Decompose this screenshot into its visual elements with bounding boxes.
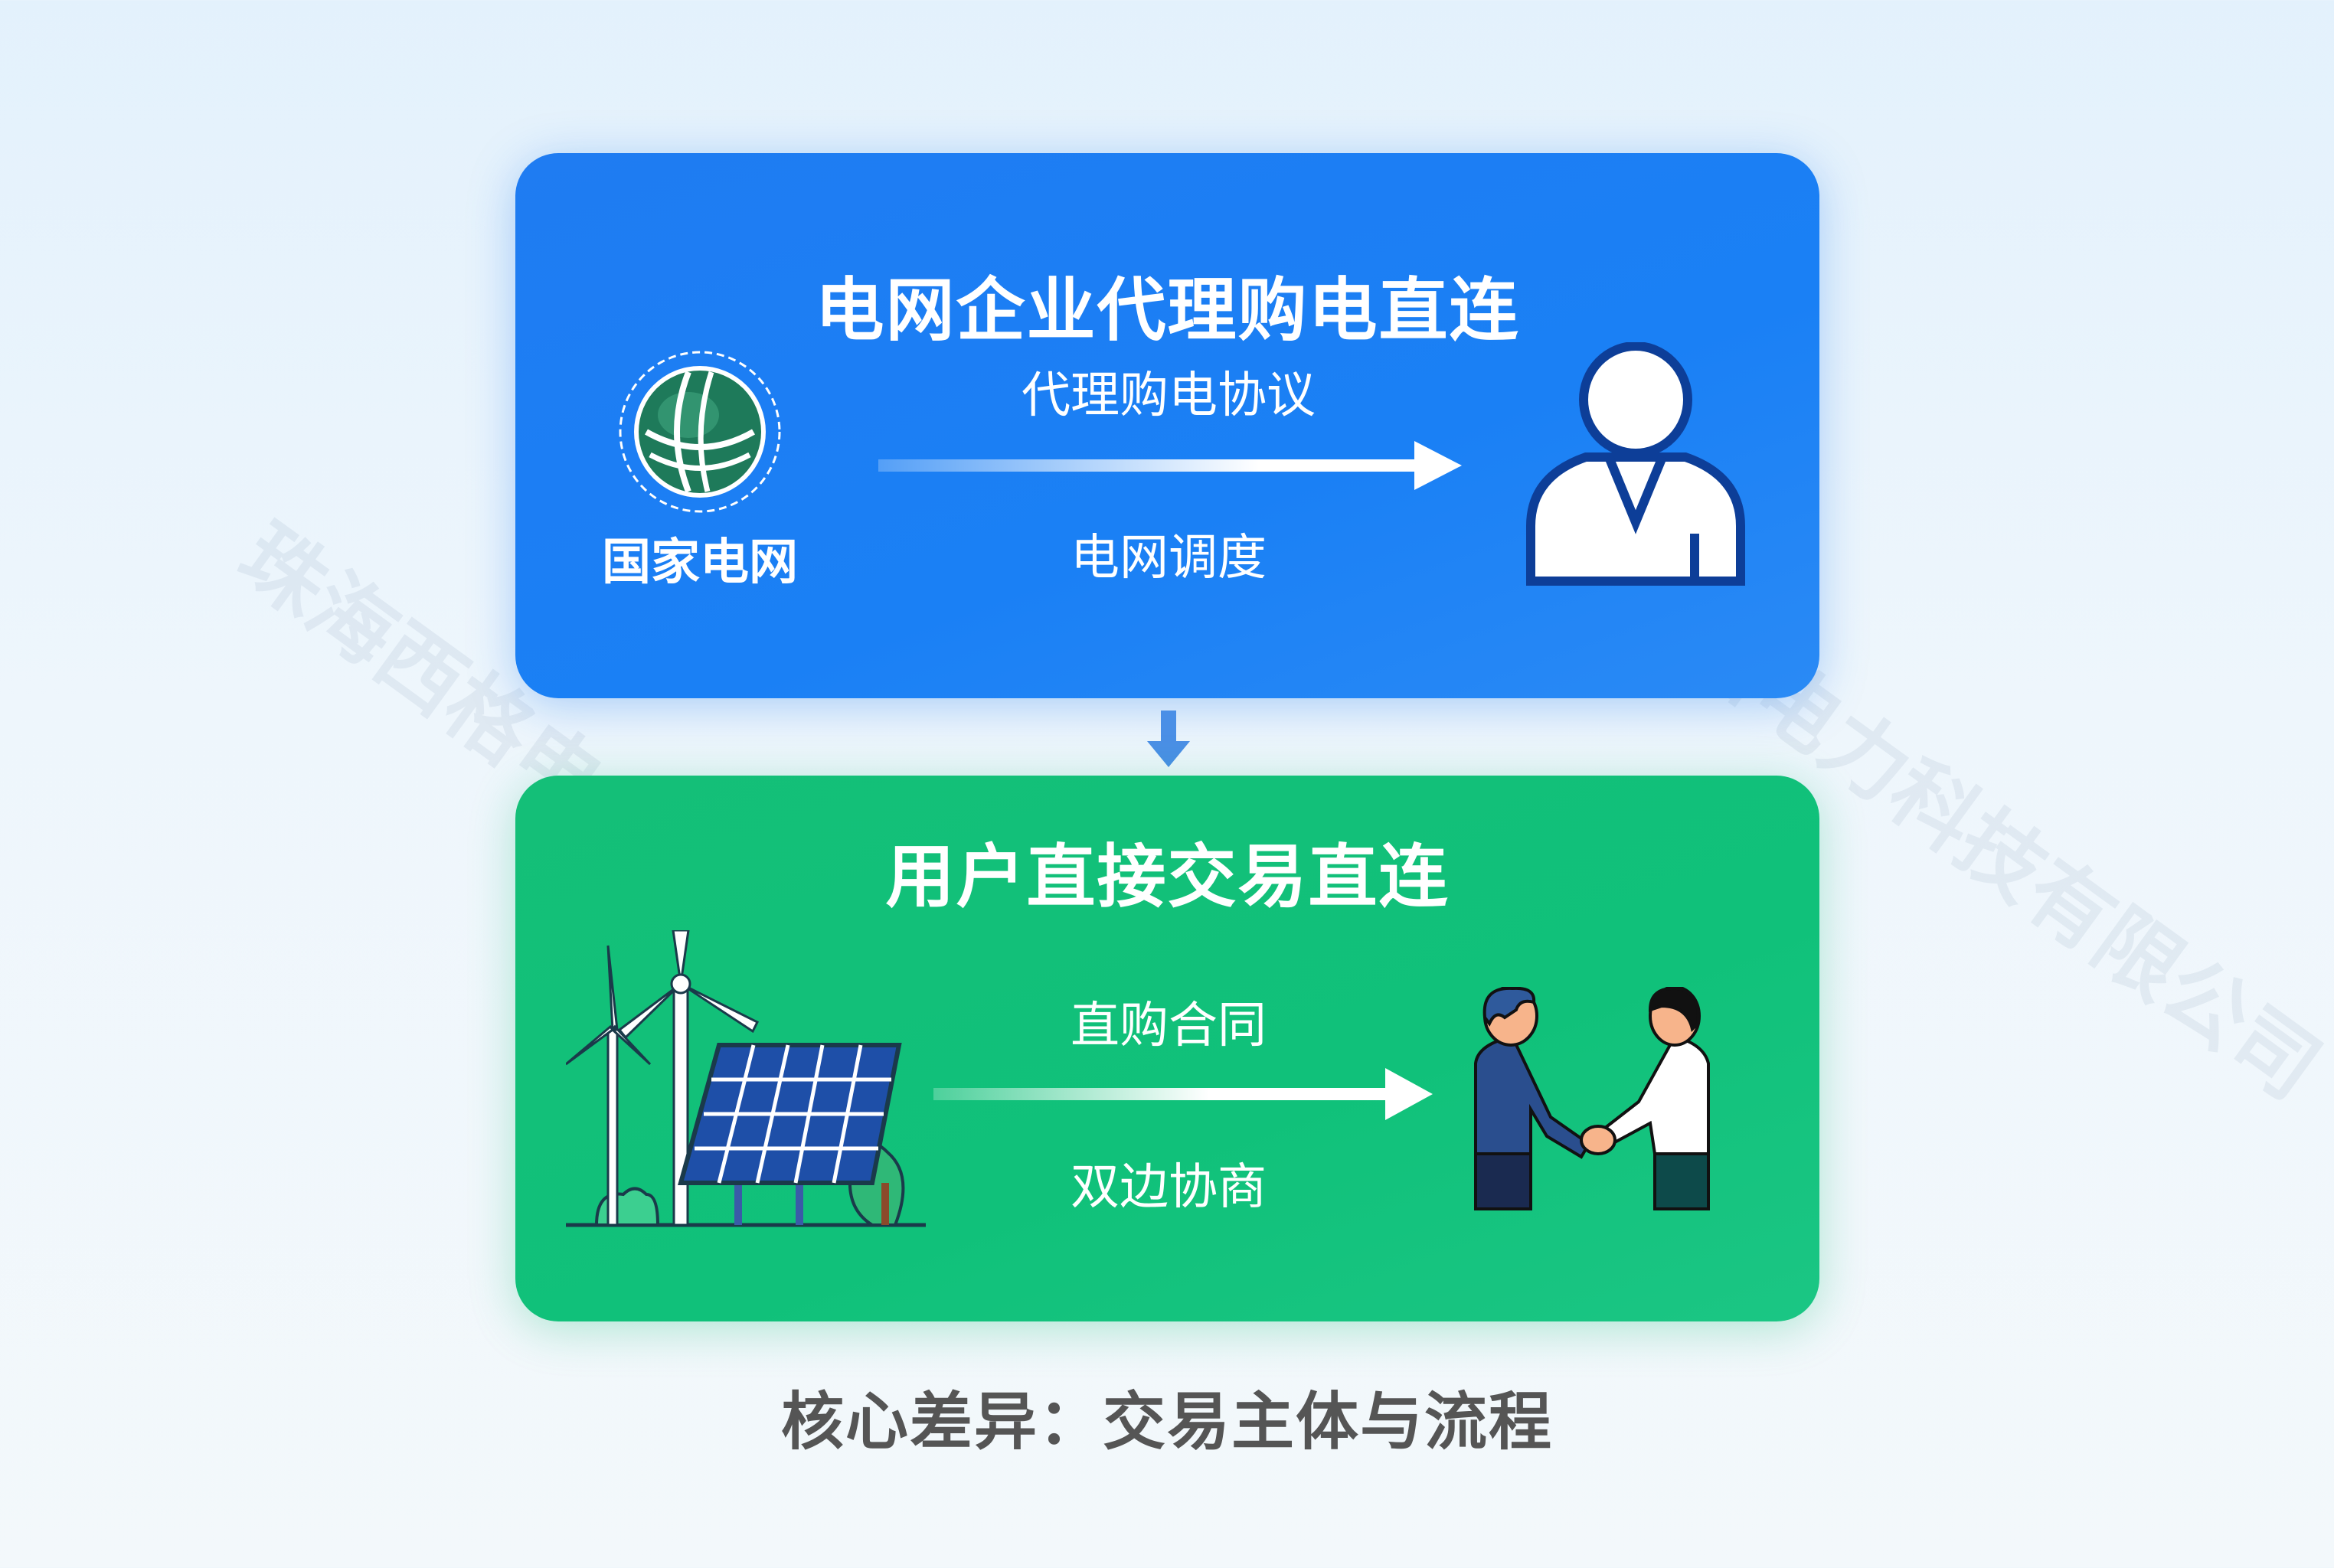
grid-agent-purchase-card: 电网企业代理购电直连 国家电网 代理购电协议 电网调度 <box>515 153 1819 698</box>
state-grid-label: 国家电网 <box>602 534 798 591</box>
card-title: 电网企业代理购电直连 <box>815 270 1520 351</box>
down-arrow-icon <box>1147 710 1190 767</box>
card-title: 用户直接交易直连 <box>885 837 1450 917</box>
wind-solar-generation-icon <box>566 930 926 1227</box>
flow-arrow-icon <box>878 441 1462 490</box>
flow-arrow-icon <box>933 1068 1433 1120</box>
direct-trade-card: 用户直接交易直连 直购合同 双边协商 <box>515 776 1819 1321</box>
state-grid-logo-icon <box>619 351 781 513</box>
arrow-bottom-label: 双边协商 <box>1071 1159 1267 1216</box>
arrow-bottom-label: 电网调度 <box>1071 530 1267 586</box>
summary-caption: 核心差异：交易主体与流程 <box>780 1386 1553 1459</box>
arrow-top-label: 直购合同 <box>1071 998 1267 1054</box>
handshake-icon <box>1474 987 1710 1210</box>
user-person-icon <box>1526 342 1745 586</box>
arrow-top-label: 代理购电协议 <box>1022 368 1316 424</box>
